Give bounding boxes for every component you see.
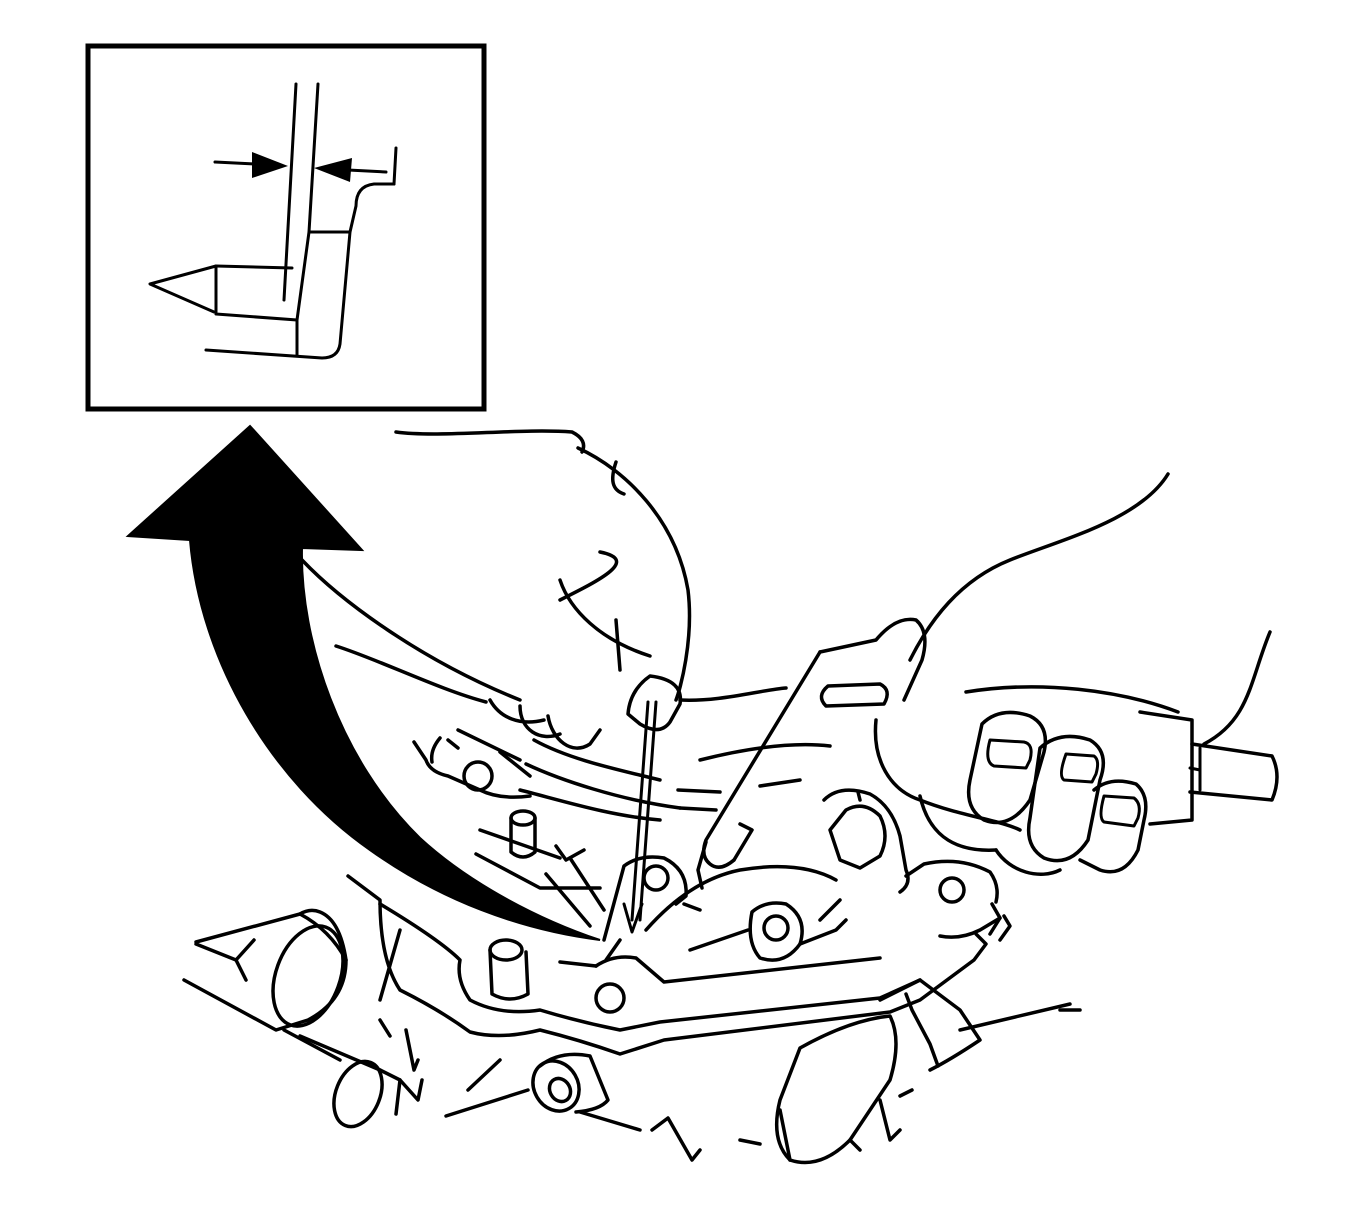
callout-arrow (125, 424, 601, 941)
dowel-pin (488, 938, 530, 1001)
bolt-hole (594, 982, 626, 1014)
seal-boss (182, 908, 348, 1032)
finger-2 (1026, 734, 1106, 863)
detail-inset (85, 43, 487, 412)
thumb-tip (626, 674, 683, 732)
fingernail-1 (986, 738, 1033, 770)
right-hand (873, 472, 1272, 876)
finger-3 (1078, 779, 1148, 874)
dimension-arrowhead-right (314, 158, 352, 182)
bolt-hole (938, 876, 966, 904)
feeler-probe (622, 700, 658, 934)
dimension-extension-line (392, 146, 398, 186)
bolt-hole (462, 760, 494, 792)
fingernail-3 (1099, 794, 1141, 828)
bolt-hole (642, 864, 670, 892)
finger-1 (966, 710, 1048, 825)
valve-body (182, 728, 1082, 1165)
probe-tip (148, 264, 299, 322)
left-hand (300, 429, 788, 750)
straight-edge (696, 617, 927, 890)
filter-housing (878, 978, 982, 1072)
clearance-dimension (213, 146, 398, 186)
dimension-arrowhead-left (252, 152, 288, 178)
probe-shaft-right (307, 82, 320, 234)
dowel-pin (509, 809, 537, 859)
fingernail-2 (1059, 752, 1100, 784)
bore-edge-profile (295, 182, 396, 358)
plug (531, 1052, 610, 1114)
inset-frame (85, 43, 487, 412)
tool-handle (1138, 710, 1279, 826)
gasket-plate (346, 874, 988, 1056)
probe-shaft-left (282, 82, 298, 302)
bolt-hole (762, 914, 790, 942)
